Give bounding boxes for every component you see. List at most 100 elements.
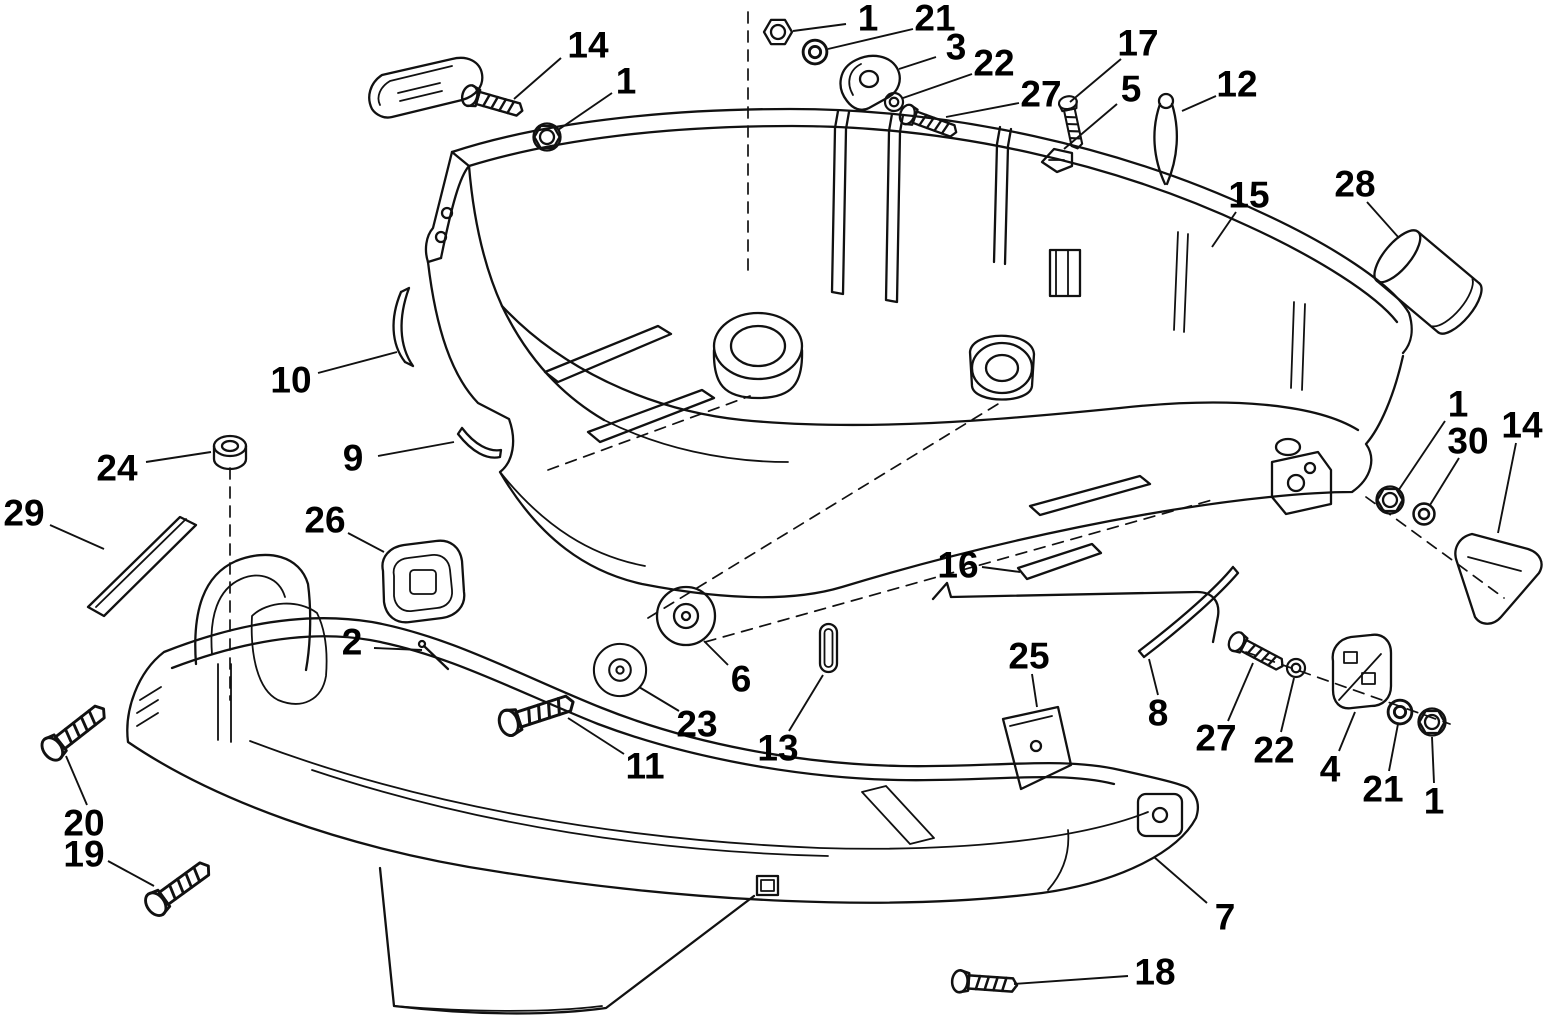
latch-26-art (381, 539, 466, 624)
leader-line-27 (1227, 662, 1254, 722)
leader-line-26 (347, 532, 385, 553)
leader-line-29 (49, 524, 105, 550)
callout-8: 8 (1147, 692, 1169, 734)
bolt-14-art (458, 82, 527, 122)
callout-20: 20 (63, 802, 105, 844)
callout-26: 26 (304, 499, 346, 541)
callout-15: 15 (1228, 174, 1270, 216)
plate-25-art (1001, 705, 1073, 791)
callout-14: 14 (1501, 404, 1543, 446)
leader-line-21 (827, 28, 914, 50)
screw-27-right-art (1224, 628, 1289, 677)
callout-22: 22 (973, 42, 1015, 84)
leader-line-13 (788, 674, 824, 732)
callout-21: 21 (914, 0, 956, 39)
leader-line-18 (1013, 975, 1129, 985)
handle-right-art (1454, 532, 1543, 625)
callout-1: 1 (1447, 383, 1469, 425)
grommet-23-art (592, 642, 648, 698)
leader-line-4 (1338, 711, 1356, 752)
leader-line-14 (513, 57, 562, 100)
callout-11: 11 (625, 745, 665, 787)
callout-27: 27 (1195, 717, 1237, 759)
washer-30-art (1412, 502, 1436, 526)
wire-16-art (931, 581, 1220, 644)
callout-30: 30 (1447, 420, 1489, 462)
nut-1-upper-right-art (1375, 485, 1405, 515)
leader-line-28 (1366, 201, 1400, 239)
leader-line-2 (373, 647, 423, 651)
callout-5: 5 (1120, 68, 1142, 110)
leader-line-25 (1031, 673, 1038, 708)
callout-19: 19 (63, 833, 105, 875)
callout-18: 18 (1134, 951, 1176, 993)
handle-left-art (368, 56, 484, 119)
leader-line-12 (1181, 95, 1217, 112)
callout-29: 29 (3, 492, 45, 534)
hardware-parts (36, 18, 1543, 998)
leader-line-14 (1497, 442, 1517, 534)
callout-1: 1 (615, 60, 637, 102)
callout-22: 22 (1253, 729, 1295, 771)
leader-line-11 (567, 717, 625, 755)
upper-cover-art (424, 107, 1413, 599)
callout-24: 24 (96, 447, 138, 489)
leader-line-16 (981, 566, 1021, 573)
leader-line-1 (1431, 736, 1435, 784)
callout-28: 28 (1334, 163, 1376, 205)
bracket-10-art (392, 286, 415, 368)
skeg-art (378, 866, 756, 1015)
leader-line-8 (1148, 658, 1159, 696)
callout-12: 12 (1216, 63, 1258, 105)
leader-line-23 (638, 686, 680, 712)
construction-lines (229, 11, 1505, 725)
cotter-pin-12-art (1153, 92, 1179, 186)
leader-line-22 (1280, 677, 1295, 733)
lower-cover-art (126, 553, 1200, 1015)
screw-18-art (950, 968, 1019, 998)
callout-4: 4 (1319, 748, 1341, 790)
leader-line-1 (1397, 420, 1446, 492)
washer-21-right-art (1386, 698, 1414, 726)
leader-line-1 (792, 23, 847, 32)
screw-19-art (139, 854, 218, 921)
hex-nut-1-top-art (762, 18, 794, 46)
roller-28-art (1373, 229, 1483, 335)
bracket-4-art (1331, 633, 1393, 710)
leader-line-6 (703, 640, 729, 666)
leader-line-24 (145, 451, 212, 463)
clamp-3-art (839, 54, 901, 111)
callout-3: 3 (945, 26, 967, 68)
leader-line-9 (377, 441, 455, 457)
leader-line-1 (557, 92, 613, 131)
spacer-13-art (818, 622, 839, 674)
pin-2-art (417, 639, 450, 671)
callout-17: 17 (1117, 22, 1159, 64)
callout-1: 1 (857, 0, 879, 39)
leader-line-27 (945, 102, 1020, 118)
callout-16: 16 (937, 544, 979, 586)
leader-line-5 (1063, 103, 1118, 150)
callout-25: 25 (1008, 635, 1050, 677)
leader-line-19 (107, 860, 155, 887)
rod-8-art (1137, 565, 1240, 659)
leader-lines (49, 23, 1517, 985)
clip-5-art (1040, 147, 1074, 174)
callout-9: 9 (342, 437, 364, 479)
leader-line-3 (898, 56, 937, 70)
washer-21-top-art (801, 38, 829, 66)
bushing-24-art (212, 434, 248, 471)
callout-13: 13 (757, 727, 799, 769)
leader-line-22 (902, 73, 973, 99)
leader-line-30 (1429, 457, 1460, 506)
leader-line-21 (1388, 723, 1399, 772)
leader-line-17 (1069, 58, 1122, 103)
callout-1: 1 (1423, 780, 1445, 822)
nut-1-bottom-right-art (1417, 707, 1447, 737)
leader-line-20 (65, 755, 88, 806)
callout-27: 27 (1020, 73, 1062, 115)
leader-line-7 (1153, 856, 1208, 904)
strip-29-art (86, 515, 198, 618)
